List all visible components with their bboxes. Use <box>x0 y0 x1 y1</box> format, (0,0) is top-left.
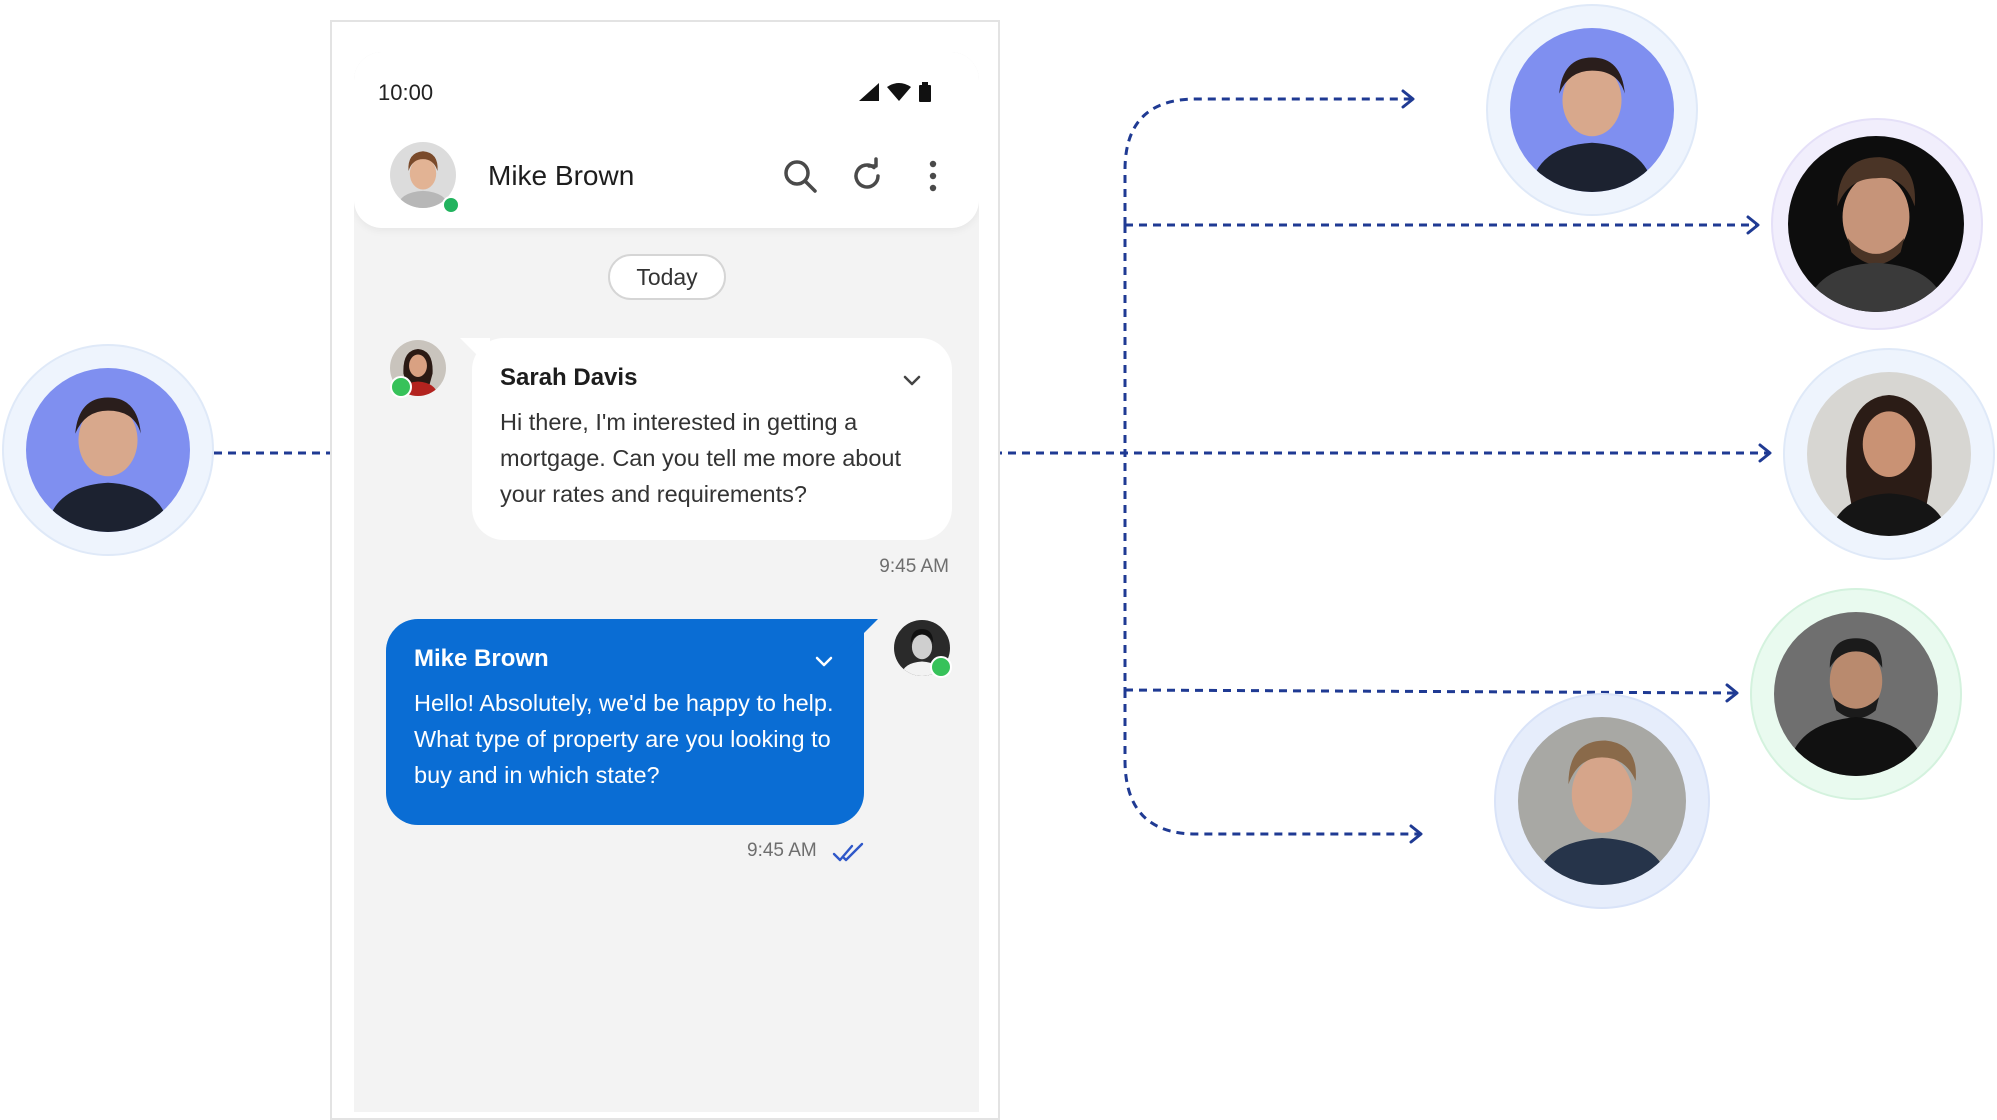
chevron-down-icon[interactable] <box>902 370 922 390</box>
message-text: Hello! Absolutely, we'd be happy to help… <box>414 690 834 788</box>
chevron-down-icon[interactable] <box>814 651 834 671</box>
outgoing-message-bubble[interactable]: Mike Brown Hello! Absolutely, we'd be ha… <box>386 619 864 825</box>
double-check-icon <box>832 842 864 862</box>
chat-header: 10:00 Mike Brown <box>354 52 979 228</box>
incoming-message-bubble[interactable]: Sarah Davis Hi there, I'm interested in … <box>472 338 952 540</box>
contact-name: Mike Brown <box>488 160 635 191</box>
status-icons <box>859 82 931 102</box>
whatsapp-icon <box>390 376 412 398</box>
message-text: Hi there, I'm interested in getting a mo… <box>500 409 902 507</box>
agent-4-avatar <box>1774 612 1938 776</box>
connector-bottom <box>1123 690 1423 844</box>
connector-top <box>1123 89 1415 225</box>
search-icon[interactable] <box>780 156 820 196</box>
source-avatar <box>26 368 190 532</box>
battery-icon <box>919 82 931 102</box>
chat-screen: 10:00 Mike Brown Today Sarah Davis Hi th… <box>354 52 979 1112</box>
connector-lower <box>1124 683 1739 703</box>
more-vertical-icon[interactable] <box>913 156 953 196</box>
agent-2-avatar <box>1788 136 1964 312</box>
agent-1-avatar <box>1510 28 1674 192</box>
whatsapp-icon <box>930 656 952 678</box>
agent-3-avatar <box>1807 372 1971 536</box>
message-sender: Mike Brown <box>414 645 549 672</box>
date-separator: Today <box>608 254 726 300</box>
status-time: 10:00 <box>378 80 434 105</box>
online-status-dot <box>442 196 460 214</box>
message-time: 9:45 AM <box>747 840 817 861</box>
agent-5-avatar <box>1518 717 1686 885</box>
wifi-icon <box>887 83 911 101</box>
message-sender: Sarah Davis <box>500 364 638 391</box>
message-time: 9:45 AM <box>879 556 949 577</box>
signal-icon <box>859 83 879 101</box>
refresh-icon[interactable] <box>847 156 887 196</box>
